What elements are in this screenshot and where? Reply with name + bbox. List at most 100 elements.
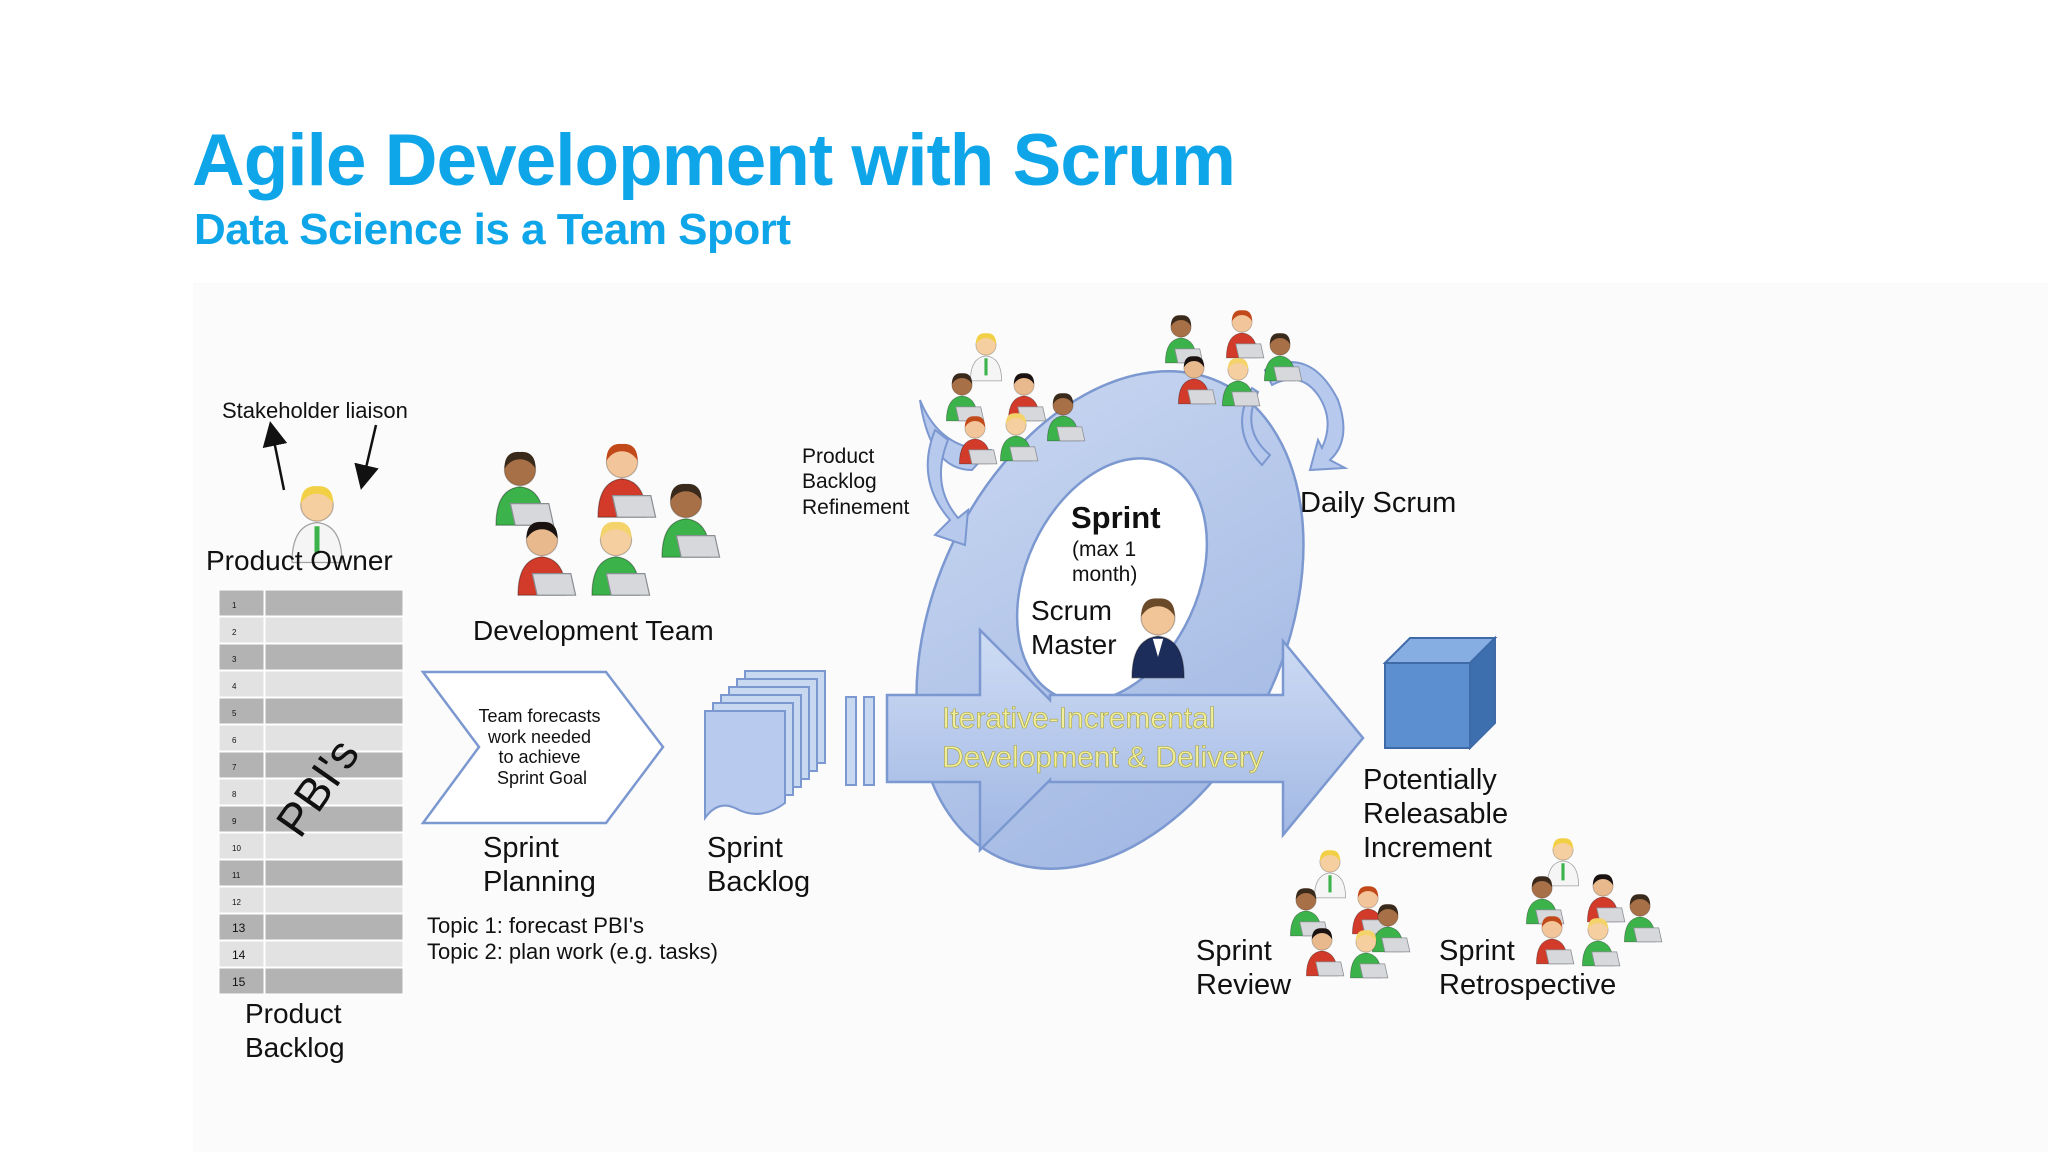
sprint-retrospective-line-1: Sprint xyxy=(1439,935,1515,967)
laptop-icon xyxy=(611,495,657,518)
increment-label: Potentially Releasable Increment xyxy=(1363,764,1516,864)
backlog-row-number: 11 xyxy=(232,871,241,880)
forecast-line-1: Team forecasts xyxy=(478,706,600,726)
person-icon xyxy=(1536,916,1575,965)
liaison-arrow-right xyxy=(354,424,379,490)
backlog-row-number: 2 xyxy=(232,628,237,637)
sprint-duration-line-1: (max 1 xyxy=(1072,538,1136,561)
liaison-arrow-left xyxy=(262,421,288,491)
connector-bar xyxy=(863,696,875,786)
person-icon xyxy=(1350,930,1389,979)
backlog-row-cell xyxy=(264,967,404,995)
person-icon xyxy=(1264,333,1303,382)
increment-line-1: Potentially xyxy=(1363,764,1497,796)
refinement-group xyxy=(946,333,1086,465)
backlog-row-number: 12 xyxy=(232,898,241,907)
backlog-row-cell xyxy=(264,751,404,779)
product-backlog-line-2: Backlog xyxy=(245,1032,345,1063)
sprint-duration-label: (max 1 month) xyxy=(1072,538,1142,586)
product-backlog-label: Product Backlog xyxy=(245,998,349,1063)
development-team-group xyxy=(495,443,721,596)
backlog-row-cell xyxy=(264,832,404,860)
iterative-arrow xyxy=(885,626,1365,854)
backlog-row-number-cell xyxy=(218,967,265,995)
laptop-icon xyxy=(1009,446,1039,462)
backlog-row-number: 1 xyxy=(232,601,237,610)
forecast-line-2: work needed xyxy=(487,727,591,747)
development-team-label: Development Team xyxy=(473,615,714,646)
sprint-backlog-label: Sprint Backlog xyxy=(707,832,810,898)
refinement-line-2: Backlog xyxy=(802,470,877,493)
sprint-review-line-2: Review xyxy=(1196,969,1292,1001)
document-stack-icon xyxy=(704,670,826,822)
backlog-row-number: 4 xyxy=(232,682,237,691)
person-icon xyxy=(1165,315,1204,364)
person-icon xyxy=(1547,838,1579,887)
scrum-master-line-1: Scrum xyxy=(1031,595,1112,626)
backlog-row-cell xyxy=(264,913,404,941)
backlog-row-number: 14 xyxy=(232,948,246,962)
sprint-planning-line-1: Sprint xyxy=(483,832,559,864)
person-icon xyxy=(1624,894,1663,943)
laptop-icon xyxy=(605,573,651,596)
sprint-retrospective-group xyxy=(1526,838,1663,967)
person-icon xyxy=(1372,904,1411,953)
refinement-label: Product Backlog Refinement xyxy=(802,445,910,519)
person-icon xyxy=(1047,393,1086,442)
laptop-icon xyxy=(1315,961,1345,977)
backlog-row-number-cell xyxy=(218,616,265,644)
backlog-row-number-cell xyxy=(218,805,265,833)
sprint-review-group xyxy=(1290,850,1411,979)
forecast-line-3: to achieve xyxy=(498,747,580,767)
person-icon xyxy=(959,416,998,465)
backlog-row-number: 3 xyxy=(232,655,237,664)
person-icon xyxy=(291,486,343,564)
forecast-text: Team forecasts work needed to achieve Sp… xyxy=(478,706,605,788)
backlog-row-number: 7 xyxy=(232,763,237,772)
backlog-row-number: 8 xyxy=(232,790,237,799)
person-icon xyxy=(1226,310,1265,359)
person-icon xyxy=(1582,918,1621,967)
topics-text: Topic 1: forecast PBI's Topic 2: plan wo… xyxy=(427,913,718,964)
backlog-row-number: 15 xyxy=(232,975,246,989)
backlog-row-cell xyxy=(264,697,404,725)
scrum-master-line-2: Master xyxy=(1031,629,1117,660)
daily-scrum-group xyxy=(1165,310,1303,407)
sprint-planning-label: Sprint Planning xyxy=(483,832,596,898)
refinement-line-3: Refinement xyxy=(802,496,910,519)
person-icon xyxy=(970,333,1002,382)
backlog-row-cell xyxy=(264,886,404,914)
person-icon xyxy=(517,521,577,596)
backlog-row-cell xyxy=(264,643,404,671)
topic-1: Topic 1: forecast PBI's xyxy=(427,913,644,938)
cube-icon xyxy=(1382,635,1498,751)
person-icon xyxy=(661,483,721,558)
backlog-row-number-cell xyxy=(218,778,265,806)
backlog-row-number: 9 xyxy=(232,817,237,826)
person-icon xyxy=(1314,850,1346,899)
backlog-row-number-cell xyxy=(218,859,265,887)
iterative-line-2: Development & Delivery xyxy=(942,741,1264,774)
laptop-icon xyxy=(1359,963,1389,979)
laptop-icon xyxy=(1235,343,1265,359)
connector-bar xyxy=(845,696,857,786)
laptop-icon xyxy=(1633,927,1663,943)
backlog-row-number-cell xyxy=(218,832,265,860)
backlog-row-number: 13 xyxy=(232,921,246,935)
slide-title: Agile Development with Scrum xyxy=(192,120,1236,201)
refinement-line-1: Product xyxy=(802,445,875,468)
laptop-icon xyxy=(675,535,721,558)
backlog-row-number: 6 xyxy=(232,736,237,745)
sprint-review-label: Sprint Review xyxy=(1196,935,1292,1001)
stakeholder-liaison-label: Stakeholder liaison xyxy=(222,398,408,423)
backlog-row-number-cell xyxy=(218,670,265,698)
backlog-row-cell xyxy=(264,670,404,698)
sprint-backlog-line-2: Backlog xyxy=(707,866,810,898)
backlog-row-number-cell xyxy=(218,643,265,671)
laptop-icon xyxy=(1056,426,1086,442)
sprint-planning-chevron xyxy=(420,670,665,825)
backlog-row-cell xyxy=(264,724,404,752)
laptop-icon xyxy=(531,573,577,596)
